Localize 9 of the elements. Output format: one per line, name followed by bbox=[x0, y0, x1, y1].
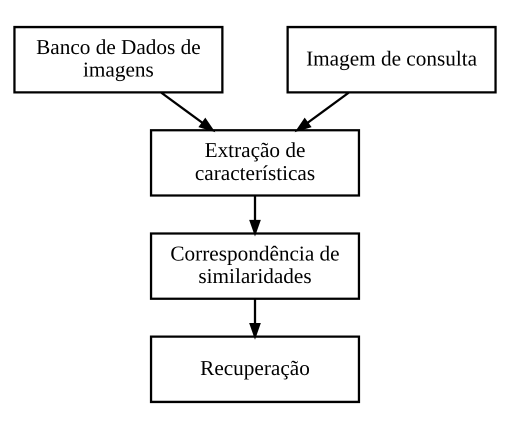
node-box: Correspondência de similaridades bbox=[150, 232, 360, 300]
arrow bbox=[249, 195, 261, 236]
node-box: Banco de Dados de imagens bbox=[13, 25, 224, 93]
arrow bbox=[160, 90, 216, 132]
arrow bbox=[249, 298, 261, 340]
node-box: Imagem de consulta bbox=[286, 25, 497, 93]
node-box: Extração de características bbox=[150, 128, 360, 196]
arrow bbox=[294, 90, 350, 132]
node-box: Recuperação bbox=[150, 335, 360, 403]
